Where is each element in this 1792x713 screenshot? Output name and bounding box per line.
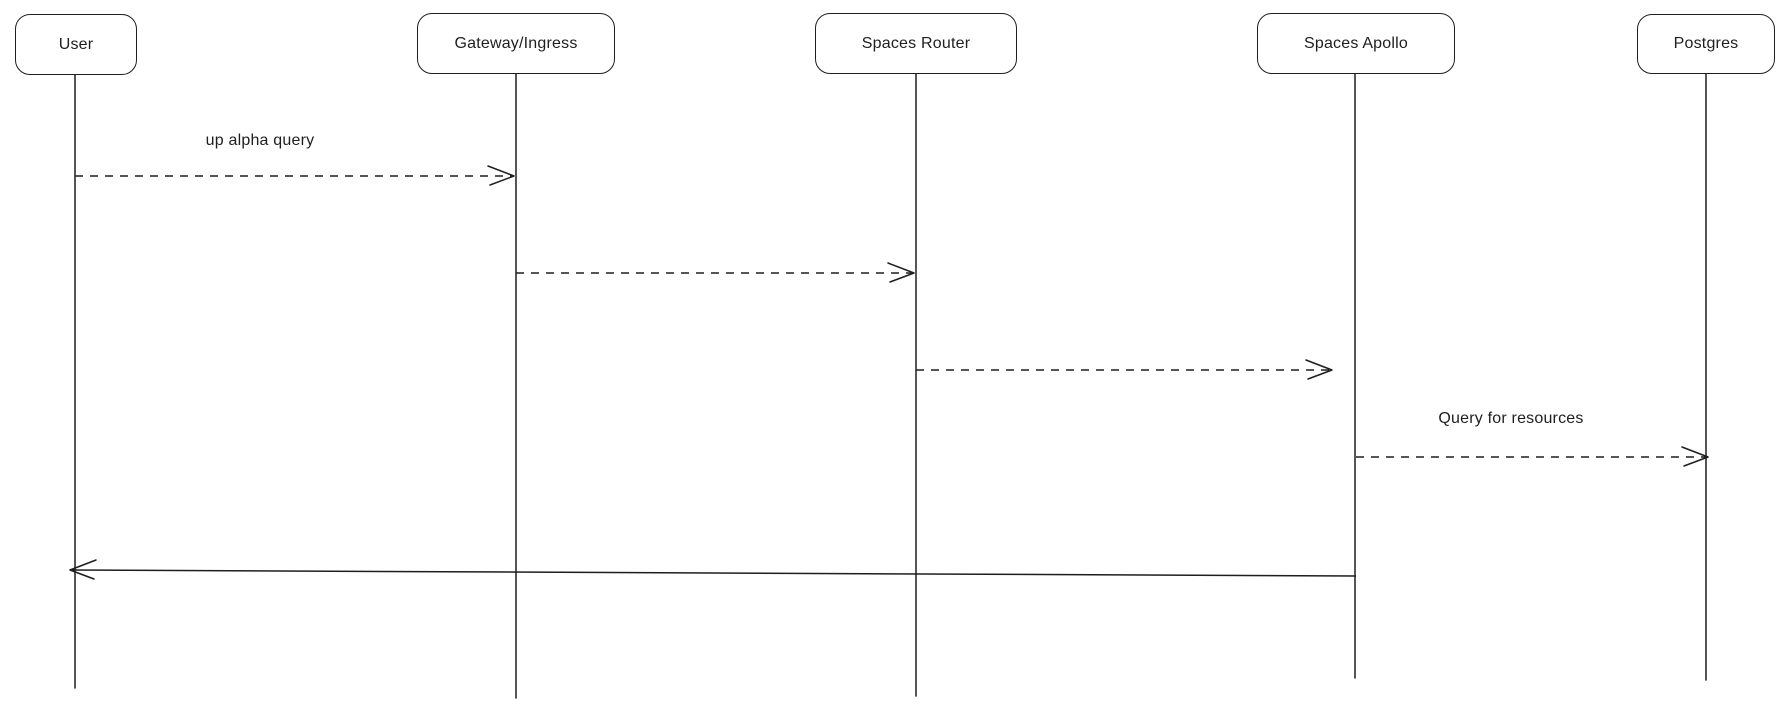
arrowhead-msg-4 — [1681, 446, 1709, 467]
actor-label-postgres: Postgres — [1673, 35, 1739, 52]
message-label-msg-1: up alpha query — [205, 132, 315, 149]
actor-label-user: User — [58, 35, 94, 53]
actor-label-router: Spaces Router — [861, 34, 971, 52]
arrowhead-msg-2 — [887, 262, 915, 283]
actor-label-apollo: Spaces Apollo — [1303, 34, 1408, 52]
arrowhead-msg-1 — [487, 165, 515, 186]
actor-box-apollo: Spaces Apollo — [1257, 13, 1455, 74]
message-line-msg-5 — [69, 569, 1357, 577]
actor-box-gateway: Gateway/Ingress — [417, 13, 615, 74]
message-label-msg-4: Query for resources — [1438, 410, 1584, 427]
actor-box-router: Spaces Router — [815, 13, 1017, 74]
arrowhead-msg-5 — [69, 559, 97, 580]
arrowhead-msg-3 — [1305, 359, 1333, 380]
actor-box-postgres: Postgres — [1637, 14, 1775, 74]
actor-box-user: User — [15, 14, 137, 75]
actor-label-gateway: Gateway/Ingress — [454, 34, 578, 52]
